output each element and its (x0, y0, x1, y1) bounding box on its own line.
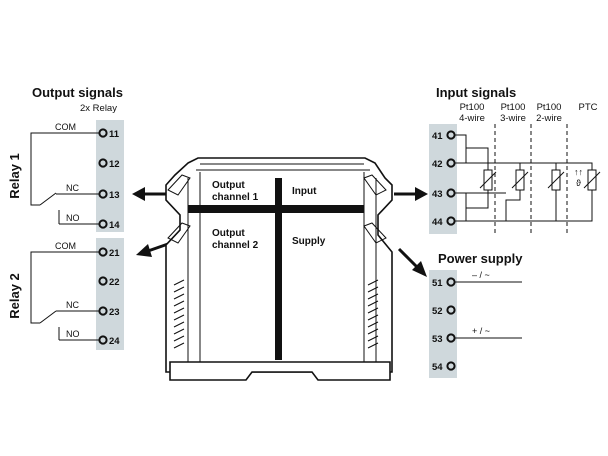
svg-text:12: 12 (109, 159, 120, 170)
terminal-22: 22 (98, 276, 120, 288)
supply-positive-label: + / ~ (472, 326, 490, 336)
output-channel-2-line2: channel 2 (212, 240, 259, 251)
svg-text:41: 41 (432, 131, 443, 142)
power-supply-title: Power supply (438, 251, 523, 266)
power-terminals: 51 52 53 54 (432, 277, 456, 373)
relay-subtitle: 2x Relay (80, 103, 117, 114)
svg-text:43: 43 (432, 189, 443, 200)
terminal-54: 54 (432, 361, 456, 373)
relay2-terminal-strip (96, 238, 124, 350)
input-signals-title: Input signals (436, 85, 516, 100)
terminal-23: 23 (98, 306, 120, 318)
relay2-com-label: COM (55, 241, 76, 251)
relay2-no-label: NO (66, 329, 80, 339)
svg-text:14: 14 (109, 220, 120, 231)
sensor-3-wiring: 2-wire (536, 113, 562, 124)
relay1-no-label: NO (66, 213, 80, 223)
isolation-bar-vertical (275, 178, 282, 360)
relay1-nc-label: NC (66, 183, 79, 193)
input-section-label: Input (292, 186, 317, 197)
vent-ribs-left (173, 279, 185, 349)
output-arrow-1 (132, 187, 168, 201)
relay1-label: Relay 1 (7, 153, 22, 199)
supply-arrow (397, 247, 427, 277)
terminal-13: 13 (98, 189, 120, 201)
sensor-4-type: PTC (579, 102, 598, 113)
terminal-44: 44 (432, 216, 456, 228)
supply-section-label: Supply (292, 236, 326, 247)
relay1-terminal-strip (96, 120, 124, 232)
terminal-21: 21 (98, 247, 120, 259)
terminal-43: 43 (432, 188, 456, 200)
sensor-1-type: Pt100 (460, 102, 485, 113)
ptc-symbol-arrows: ↑↑ (574, 167, 583, 177)
sensor-2-type: Pt100 (501, 102, 526, 113)
power-terminal-strip (429, 270, 457, 378)
svg-text:11: 11 (109, 129, 120, 140)
output-arrow-2 (136, 242, 169, 257)
relay2-label: Relay 2 (7, 273, 22, 319)
svg-text:13: 13 (109, 190, 120, 201)
svg-text:23: 23 (109, 307, 120, 318)
svg-text:53: 53 (432, 334, 443, 345)
relay2-nc-label: NC (66, 300, 79, 310)
output-channel-1-line1: Output (212, 180, 245, 191)
terminal-24: 24 (98, 335, 120, 347)
input-terminal-strip (429, 124, 457, 234)
svg-text:54: 54 (432, 362, 443, 373)
svg-text:42: 42 (432, 159, 443, 170)
svg-text:44: 44 (432, 217, 443, 228)
relay2-terminals: 21 22 23 24 (98, 247, 120, 347)
relay1-terminals: 11 12 13 14 (98, 128, 120, 231)
pt100-4wire-circuit (455, 134, 497, 222)
terminal-53: 53 (432, 333, 456, 345)
sensor-2-wiring: 3-wire (500, 113, 526, 124)
svg-text:24: 24 (109, 336, 120, 347)
output-channel-2-line1: Output (212, 228, 245, 239)
terminal-41: 41 (432, 130, 456, 142)
ptc-symbol-theta: ϑ (576, 178, 581, 188)
vent-ribs-right (367, 279, 379, 349)
sensor-headers: Pt100 4-wire Pt100 3-wire Pt100 2-wire P… (459, 102, 598, 124)
svg-text:21: 21 (109, 248, 120, 259)
svg-text:51: 51 (432, 278, 443, 289)
terminal-14: 14 (98, 219, 120, 231)
terminal-12: 12 (98, 158, 120, 170)
svg-text:52: 52 (432, 306, 443, 317)
sensor-1-wiring: 4-wire (459, 113, 485, 124)
terminal-42: 42 (432, 158, 456, 170)
output-signals-title: Output signals (32, 85, 123, 100)
terminal-52: 52 (432, 305, 456, 317)
output-channel-1-line2: channel 1 (212, 192, 259, 203)
sensor-3-type: Pt100 (537, 102, 562, 113)
terminal-51: 51 (432, 277, 456, 289)
input-arrow (394, 187, 428, 201)
relay1-com-label: COM (55, 122, 76, 132)
svg-text:22: 22 (109, 277, 120, 288)
relay1-wiring: COM NC NO (30, 122, 99, 225)
input-terminals: 41 42 43 44 (432, 130, 456, 228)
supply-negative-label: – / ~ (472, 270, 490, 280)
terminal-11: 11 (98, 128, 120, 140)
pt100-2wire-circuit (455, 162, 565, 222)
relay2-wiring: COM NC NO (30, 241, 99, 341)
ptc-circuit: ↑↑ ϑ (455, 162, 601, 222)
